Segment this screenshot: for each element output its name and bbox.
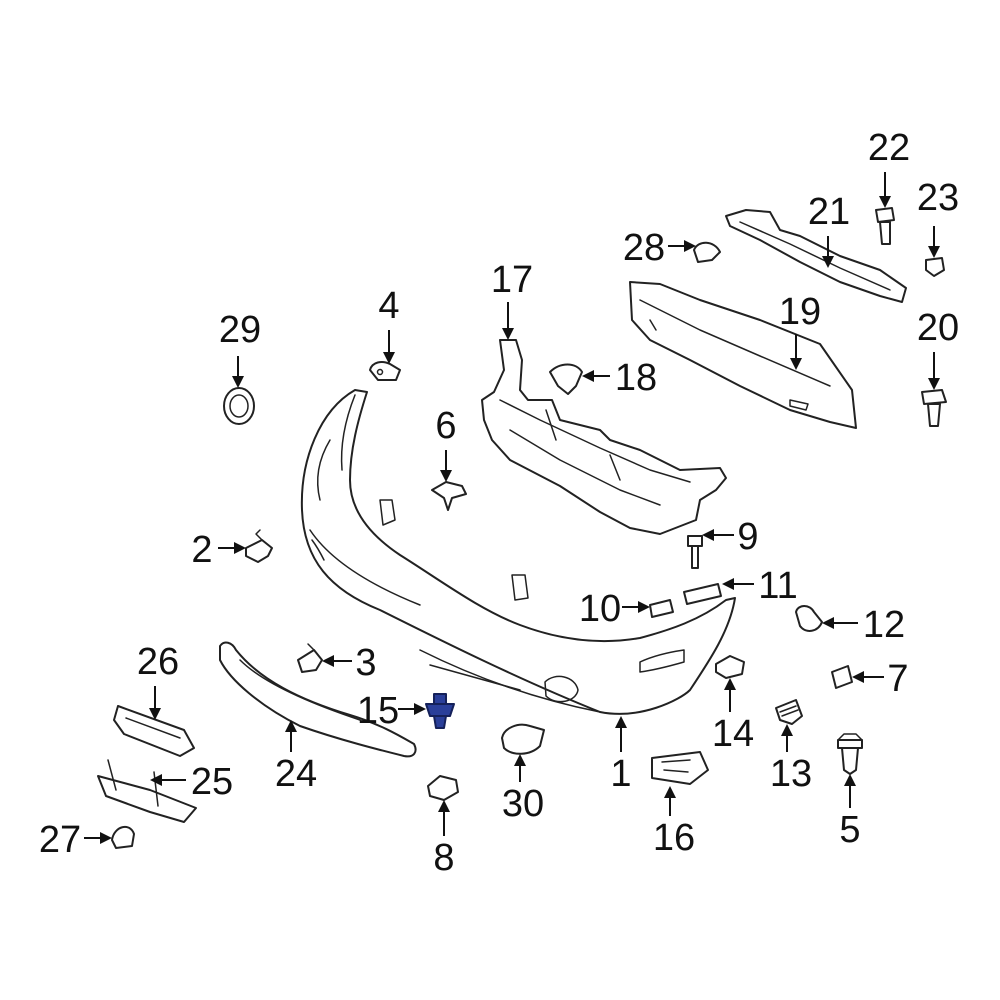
callout-17[interactable]: 17 <box>491 259 533 301</box>
part-4-bracket[interactable] <box>369 361 401 381</box>
part-21-reinforcement[interactable] <box>725 209 907 303</box>
callout-11[interactable]: 11 <box>758 565 797 607</box>
part-18-foam-block[interactable] <box>549 363 583 395</box>
part-2-push-clip[interactable] <box>245 529 273 563</box>
callout-21[interactable]: 21 <box>808 191 850 233</box>
callout-19[interactable]: 19 <box>779 291 821 333</box>
part-13-bushing[interactable] <box>775 699 803 725</box>
callout-22[interactable]: 22 <box>868 127 910 169</box>
part-9-bolt[interactable] <box>687 535 703 569</box>
callout-8[interactable]: 8 <box>433 837 454 879</box>
callout-4[interactable]: 4 <box>378 285 399 327</box>
callout-27[interactable]: 27 <box>39 819 81 861</box>
part-6-retainer[interactable] <box>431 481 467 511</box>
callout-15[interactable]: 15 <box>357 690 399 732</box>
part-15-fastener[interactable] <box>425 693 455 729</box>
callout-12[interactable]: 12 <box>863 604 905 646</box>
callout-1[interactable]: 1 <box>610 753 631 795</box>
part-28-clip[interactable] <box>693 241 721 263</box>
callout-7[interactable]: 7 <box>887 658 908 700</box>
part-23-clip[interactable] <box>925 257 945 277</box>
callout-16[interactable]: 16 <box>653 817 695 859</box>
callout-29[interactable]: 29 <box>219 309 261 351</box>
callout-3[interactable]: 3 <box>355 642 376 684</box>
leader-lines <box>84 172 940 844</box>
callout-5[interactable]: 5 <box>839 809 860 851</box>
part-12-clip[interactable] <box>795 605 823 632</box>
callout-6[interactable]: 6 <box>435 405 456 447</box>
part-1-bumper-cover[interactable] <box>300 389 736 715</box>
part-22-bolt[interactable] <box>875 207 895 245</box>
part-27-cap[interactable] <box>111 825 135 849</box>
callout-30[interactable]: 30 <box>502 783 544 825</box>
part-19-absorber[interactable] <box>629 281 857 429</box>
part-16-bracket[interactable] <box>651 751 709 785</box>
part-14-nut[interactable] <box>715 655 745 679</box>
callout-10[interactable]: 10 <box>579 588 621 630</box>
part-20-bolt[interactable] <box>921 389 947 427</box>
part-7-clip[interactable] <box>831 665 853 689</box>
callout-labels: 1 2 3 4 5 6 7 8 9 10 11 12 13 14 15 16 1… <box>39 127 959 879</box>
part-26-bracket[interactable] <box>113 705 195 757</box>
callout-13[interactable]: 13 <box>770 753 812 795</box>
callout-9[interactable]: 9 <box>737 516 758 558</box>
callout-26[interactable]: 26 <box>137 641 179 683</box>
callout-18[interactable]: 18 <box>615 357 657 399</box>
part-29-emblem[interactable] <box>223 387 255 425</box>
part-10-clip[interactable] <box>649 599 674 618</box>
callout-14[interactable]: 14 <box>712 713 754 755</box>
part-8-retainer[interactable] <box>427 775 459 801</box>
part-3-push-clip[interactable] <box>297 643 323 673</box>
callout-20[interactable]: 20 <box>917 307 959 349</box>
callout-25[interactable]: 25 <box>191 761 233 803</box>
part-17-panel[interactable] <box>481 339 727 535</box>
callout-23[interactable]: 23 <box>917 177 959 219</box>
part-5-bolt[interactable] <box>837 733 863 775</box>
part-25-bracket[interactable] <box>97 759 197 823</box>
part-30-cover[interactable] <box>501 723 545 755</box>
part-24-trim-strip[interactable] <box>219 641 417 758</box>
callout-24[interactable]: 24 <box>275 753 317 795</box>
callout-28[interactable]: 28 <box>623 227 665 269</box>
callout-2[interactable]: 2 <box>191 529 212 571</box>
part-11-clip[interactable] <box>683 583 722 605</box>
